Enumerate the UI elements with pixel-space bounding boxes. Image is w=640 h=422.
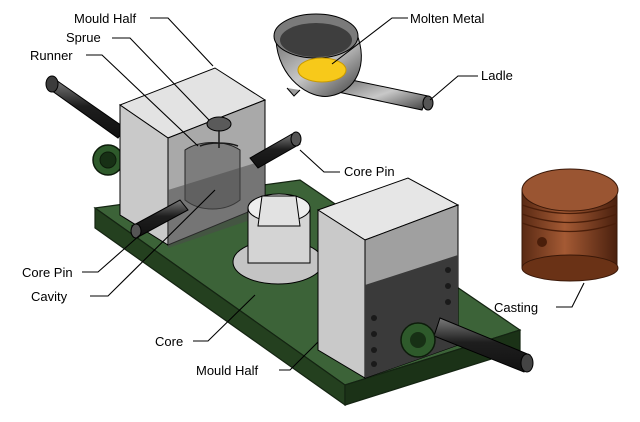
leader-lines <box>82 17 585 371</box>
label-casting: Casting <box>494 300 539 315</box>
right-rod <box>433 317 534 373</box>
label-core: Core <box>155 334 184 349</box>
label-core-pin-right: Core Pin <box>344 164 395 179</box>
label-sprue: Sprue <box>66 30 101 45</box>
leader-mould-half-top <box>150 17 214 67</box>
label-cavity: Cavity <box>31 289 68 304</box>
leader-mould-half-bottom <box>279 341 319 371</box>
label-mould-half-top: Mould Half <box>74 11 137 26</box>
sprue-opening <box>206 116 232 132</box>
runner-channel <box>199 130 239 148</box>
leader-runner <box>86 54 199 147</box>
leader-sprue <box>112 37 210 121</box>
leader-core-pin-left <box>82 234 141 273</box>
label-core-pin-left: Core Pin <box>22 265 73 280</box>
ladle <box>273 13 434 111</box>
core-part <box>232 193 324 285</box>
molten-metal <box>297 57 347 83</box>
right-handwheel <box>400 322 436 358</box>
left-handwheel <box>92 144 124 176</box>
right-mould-half <box>316 177 460 379</box>
left-mould-half <box>118 67 267 248</box>
leader-casting <box>556 282 585 308</box>
leader-core <box>193 294 256 342</box>
core-pin-right-part <box>249 131 302 169</box>
core-pin-left-part <box>130 199 189 239</box>
bolt-row <box>371 267 451 367</box>
casting-part <box>521 168 619 282</box>
leader-molten-metal <box>331 17 408 65</box>
leader-ladle <box>429 75 478 101</box>
label-runner: Runner <box>30 48 73 63</box>
label-molten-metal: Molten Metal <box>410 11 485 26</box>
leader-core-pin-right <box>299 149 340 173</box>
left-rod <box>45 75 126 139</box>
label-mould-half-bottom: Mould Half <box>196 363 259 378</box>
label-ladle: Ladle <box>481 68 513 83</box>
leader-cavity <box>90 189 216 297</box>
